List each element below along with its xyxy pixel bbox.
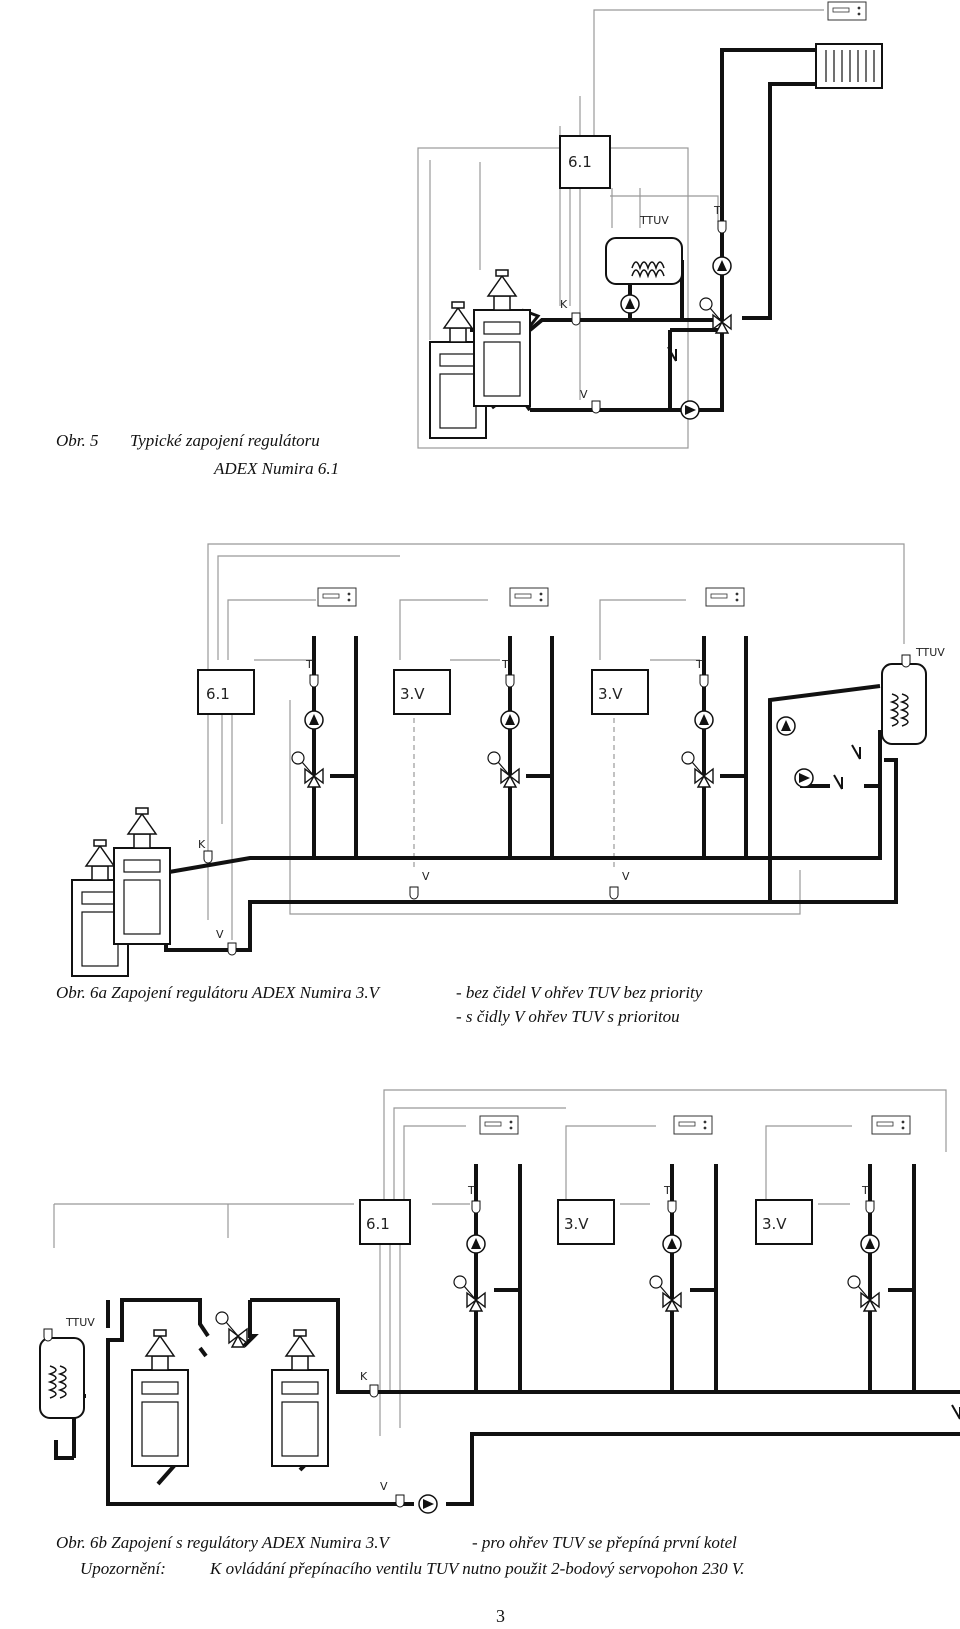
boiler-icon (271, 1329, 329, 1467)
sensor-v-label: V (380, 1480, 388, 1493)
boiler-icon (113, 807, 171, 945)
sensor-k-label: K (198, 838, 206, 851)
tank-icon (39, 1337, 85, 1419)
sensor-t-label: T (861, 1184, 869, 1197)
sensor-v-label: V (422, 870, 430, 883)
controller-label: 6.1 (206, 685, 230, 703)
sensor-v-label: V (622, 870, 630, 883)
figure-6b-diagram: 6.1 3.V 3.V (39, 1089, 960, 1514)
room-unit-icon (827, 1, 867, 21)
room-unit-icon (479, 1115, 519, 1135)
sensor-v-label: V (580, 388, 588, 401)
boiler-icon (131, 1329, 189, 1467)
figure-6a-diagram: 6.1 3.V 3.V (71, 543, 945, 977)
controller-label: 3.V (598, 685, 623, 703)
controller-label: 3.V (400, 685, 425, 703)
sensor-t-label: T (713, 204, 721, 217)
sensor-t-label: T (305, 658, 313, 671)
tank-label: TTUV (915, 646, 945, 659)
figure-5-caption-line-2: ADEX Numira 6.1 (214, 459, 340, 478)
controller-label: 6.1 (568, 153, 592, 171)
room-unit-icon (673, 1115, 713, 1135)
figure-6a-caption: Obr. 6a Zapojení regulátoru ADEX Numira … (56, 983, 380, 1002)
boiler-icon (473, 269, 531, 407)
figure-6a-note-2: - s čidly V ohřev TUV s prioritou (456, 1007, 680, 1026)
warning-text: K ovládání přepínacího ventilu TUV nutno… (210, 1559, 745, 1578)
controller-label: 3.V (762, 1215, 787, 1233)
room-unit-icon (705, 587, 745, 607)
figure-6b-caption: Obr. 6b Zapojení s regulátory ADEX Numir… (56, 1533, 389, 1552)
sensor-k-label: K (560, 298, 568, 311)
warning-label: Upozornění: (80, 1559, 166, 1578)
tank-icon (605, 237, 683, 285)
controller-label: 6.1 (366, 1215, 390, 1233)
sensor-k-label: K (360, 1370, 368, 1383)
figure-6a-note-1: - bez čidel V ohřev TUV bez priority (456, 983, 703, 1002)
room-unit-icon (871, 1115, 911, 1135)
sensor-t-label: T (663, 1184, 671, 1197)
sensor-t-label: T (467, 1184, 475, 1197)
figure-6b-note: - pro ohřev TUV se přepíná první kotel (472, 1533, 737, 1552)
controller-label: 3.V (564, 1215, 589, 1233)
tank-label: TTUV (65, 1316, 95, 1329)
radiator-icon (815, 43, 883, 89)
sensor-t-label: T (695, 658, 703, 671)
room-unit-icon (317, 587, 357, 607)
figure-5-caption-number: Obr. 5 (56, 431, 99, 450)
tank-icon (881, 663, 927, 745)
tank-label: TTUV (639, 214, 669, 227)
figure-5-caption-line-1: Typické zapojení regulátoru (130, 431, 320, 450)
sensor-t-label: T (501, 658, 509, 671)
sensor-v-label: V (216, 928, 224, 941)
room-unit-icon (509, 587, 549, 607)
figure-5-diagram: 6.1 (417, 1, 883, 449)
page-number: 3 (496, 1606, 505, 1626)
